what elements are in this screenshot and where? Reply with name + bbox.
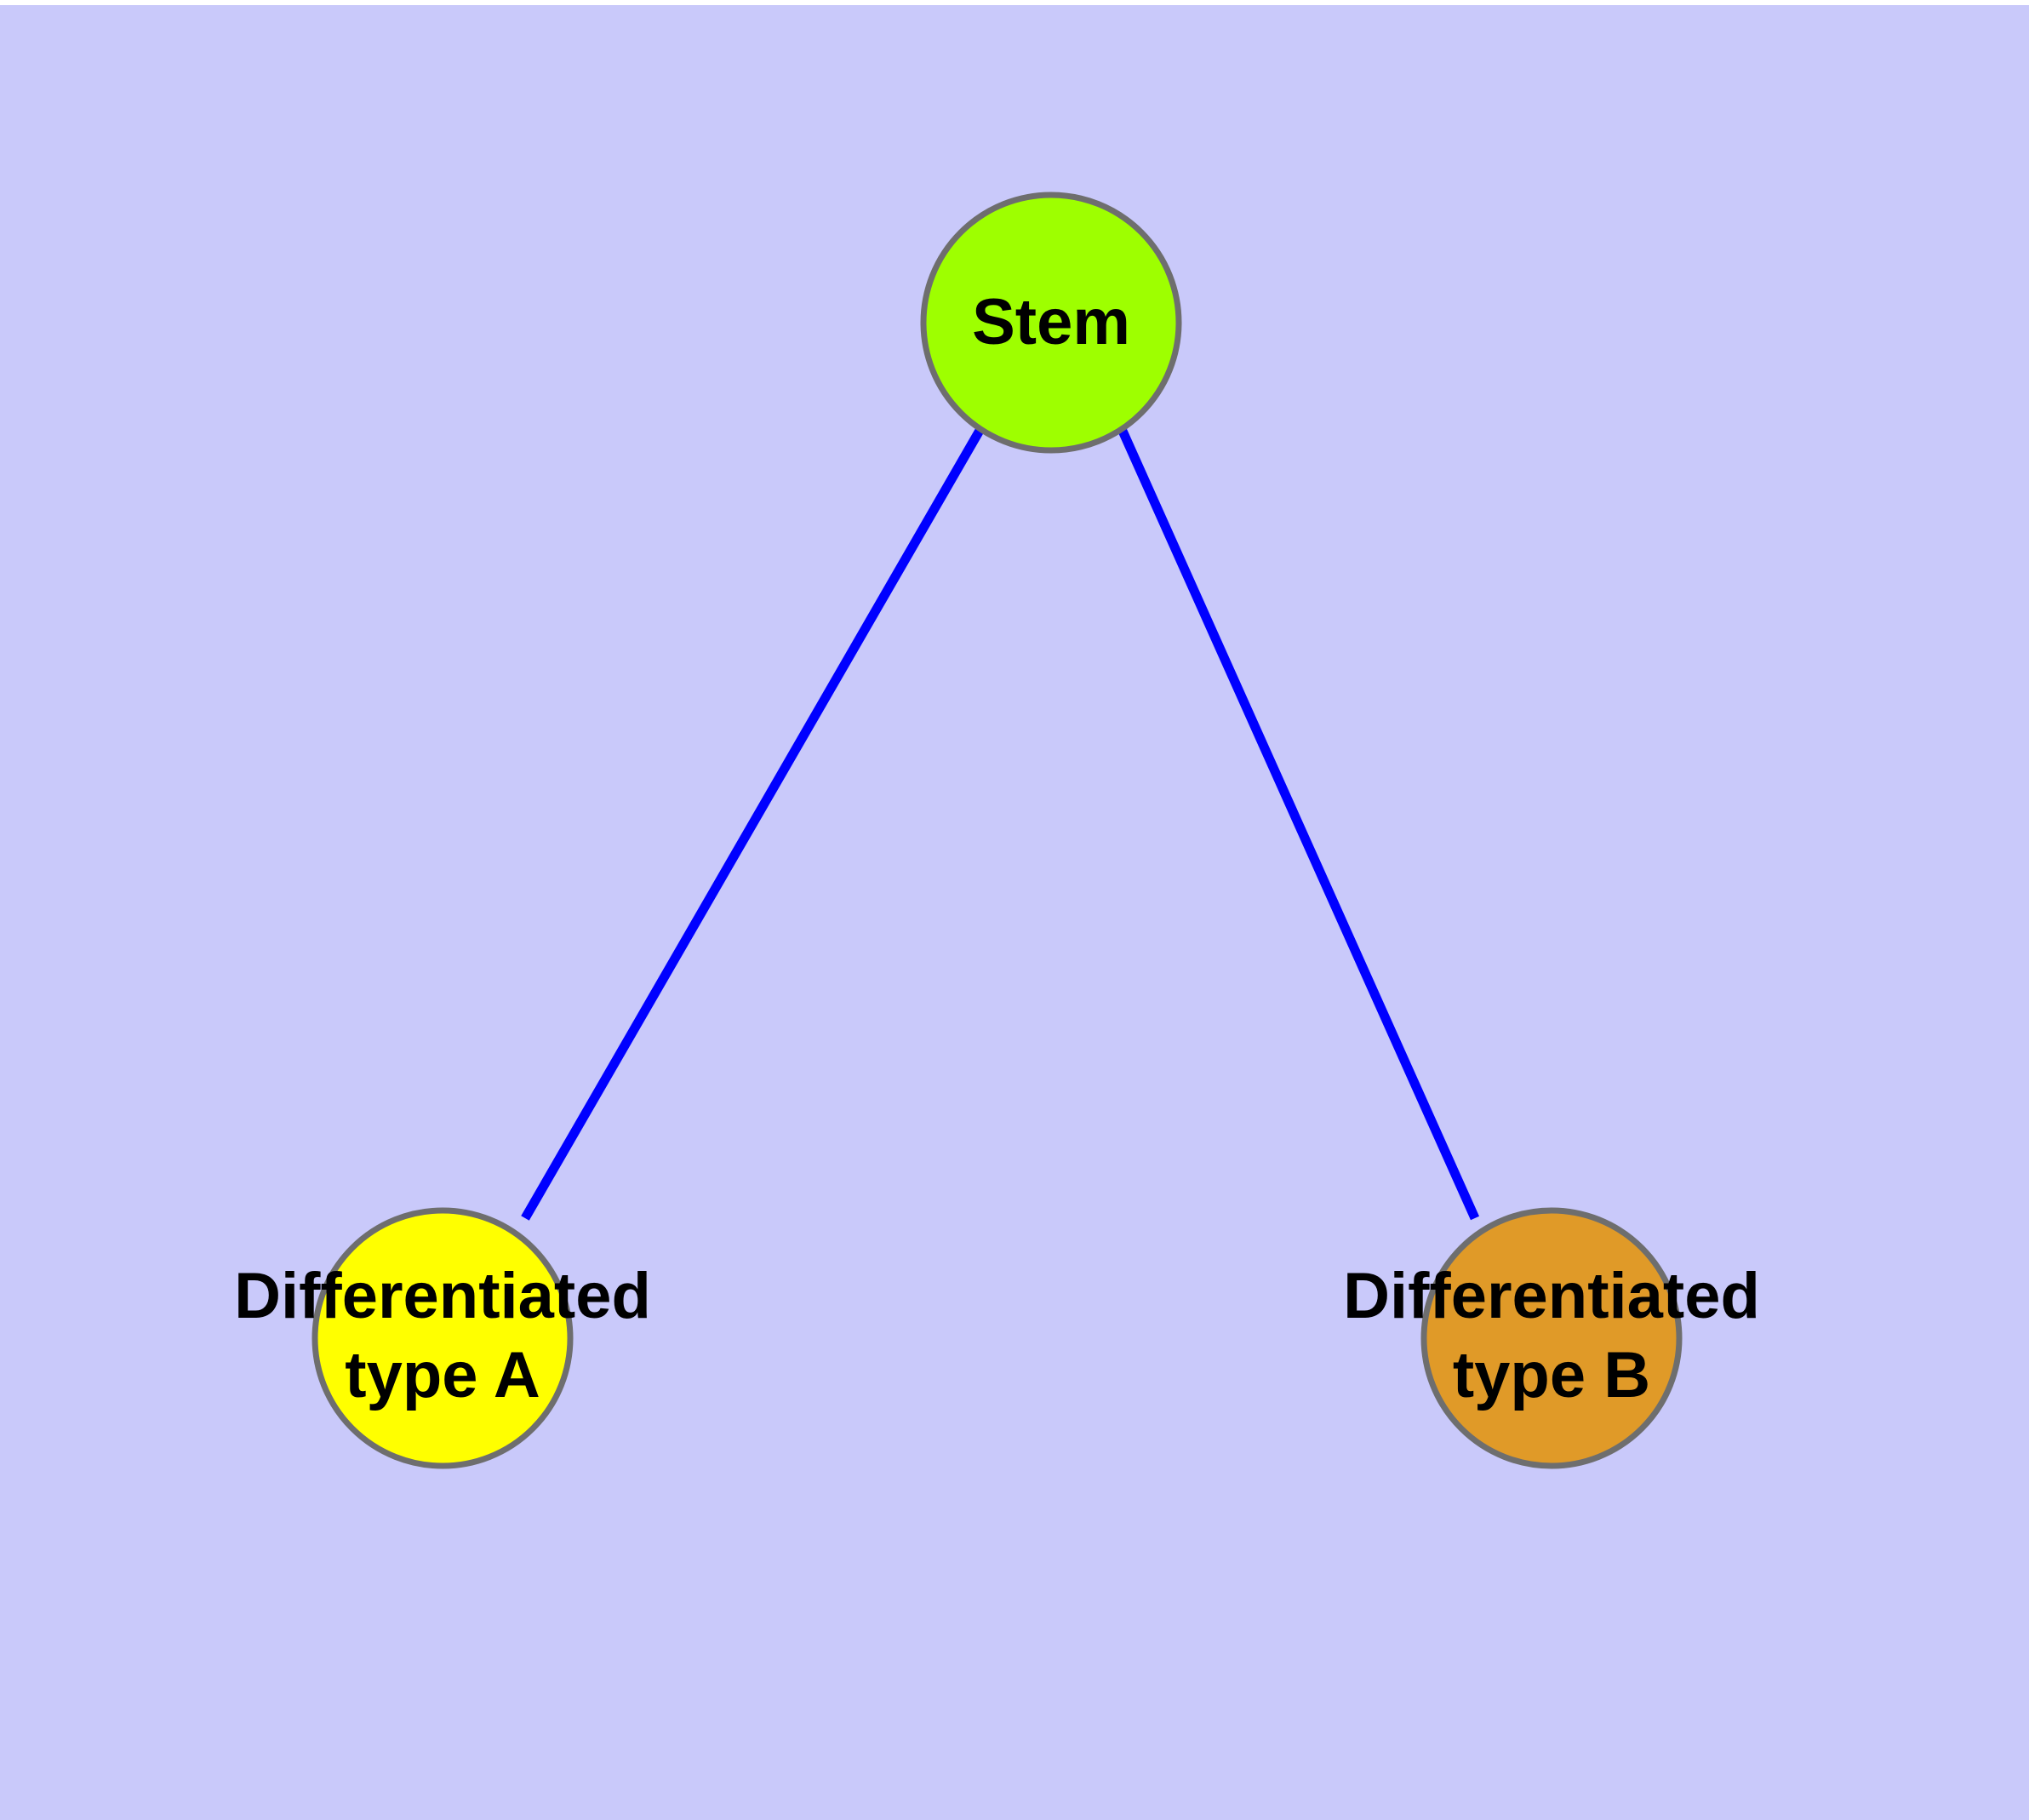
node-circle-differentiated-type-b[interactable] <box>1420 1207 1683 1469</box>
node-circle-stem[interactable] <box>920 192 1182 454</box>
edge-stem-to-differentiated-type-b[interactable] <box>1117 426 1480 1221</box>
edge-layer <box>521 426 1480 1221</box>
graph-svg: Stem Differentiated type A Differentiate… <box>234 192 1760 1469</box>
node-label-differentiated-type-a-line1: Differentiated <box>234 1260 651 1332</box>
edge-stem-to-differentiated-type-a[interactable] <box>521 426 985 1221</box>
node-label-differentiated-type-b-line1: Differentiated <box>1343 1260 1760 1332</box>
node-circle-differentiated-type-a[interactable] <box>311 1207 574 1469</box>
node-label-layer: Stem Differentiated type A Differentiate… <box>234 286 1760 1411</box>
graph-plot-area: Stem Differentiated type A Differentiate… <box>0 5 2029 1820</box>
node-label-stem: Stem <box>972 286 1130 358</box>
node-label-differentiated-type-a-line2: type A <box>345 1339 540 1411</box>
node-circle-layer <box>311 192 1683 1469</box>
node-label-differentiated-type-b-line2: type B <box>1453 1339 1650 1411</box>
